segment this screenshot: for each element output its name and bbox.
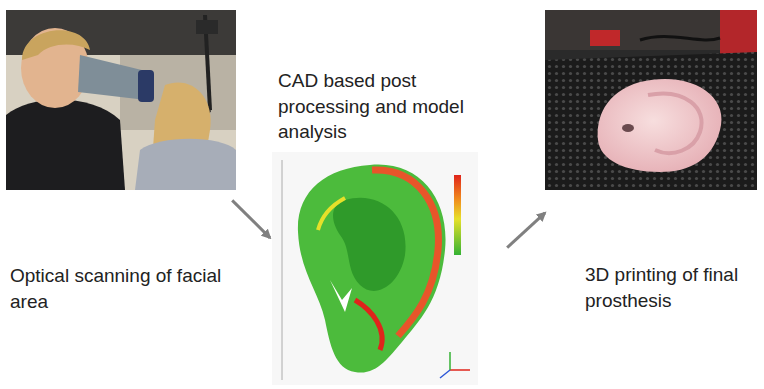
process-step: Optical scanning of facial area: [6, 10, 238, 322]
axis: [282, 160, 283, 380]
flow-arrow: [507, 213, 545, 248]
process-step: 3D printing of final prosthesis: [545, 10, 759, 322]
concha: [333, 198, 406, 291]
process-step: CAD based post processing and model anal…: [270, 64, 512, 386]
axis-triad: [450, 369, 470, 371]
jacket: [6, 99, 125, 190]
plot-background: [272, 152, 478, 385]
print-bed: [545, 52, 757, 190]
cad-ear-plot: [272, 152, 478, 385]
hoodie: [135, 139, 236, 190]
step-caption: 3D printing of final prosthesis: [585, 262, 755, 313]
photo-background: [6, 10, 236, 190]
cable: [640, 36, 720, 40]
lobe-deviation: [355, 300, 382, 350]
printed-ear-photo: [545, 10, 757, 190]
printer-part: [590, 30, 620, 46]
scanner-lens: [138, 70, 154, 102]
step-caption: CAD based post processing and model anal…: [278, 68, 510, 145]
scanning-photo: [6, 10, 236, 190]
axis-triad: [449, 352, 451, 370]
flow-arrow: [232, 200, 270, 238]
printed-ear: [598, 79, 722, 172]
tragus: [318, 198, 345, 230]
ear-canal: [622, 124, 634, 132]
hair: [22, 30, 90, 60]
ear-surface: [298, 165, 446, 373]
ear-rim: [648, 94, 702, 154]
axis-triad: [440, 370, 450, 378]
face: [21, 28, 89, 108]
step-caption: Optical scanning of facial area: [10, 263, 238, 314]
ear-hole: [330, 280, 352, 312]
camera: [196, 20, 218, 34]
photo-background: [545, 10, 757, 190]
color-bar: [454, 175, 461, 255]
